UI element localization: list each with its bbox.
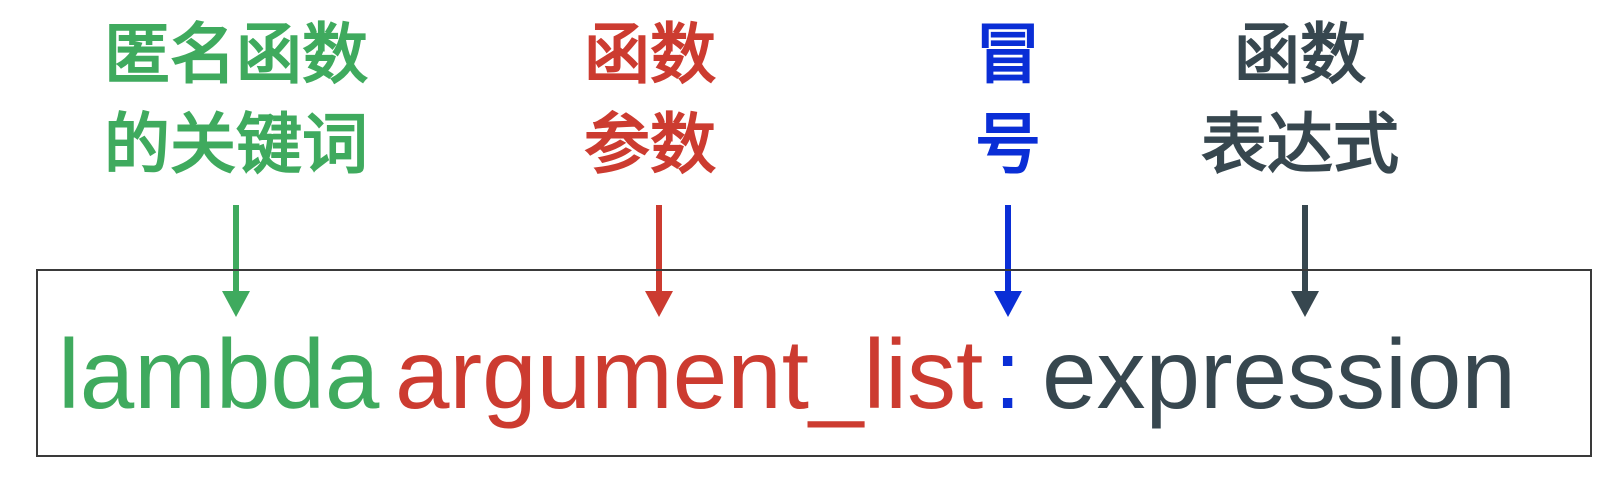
expression-label-line-1: 函数 xyxy=(1234,16,1366,93)
expression-label: 函数 表达式 xyxy=(1201,10,1399,190)
code-keyword: lambda xyxy=(58,319,380,429)
code-colon: : xyxy=(994,319,1022,429)
expression-arrow xyxy=(1291,205,1319,317)
colon-label-line-2: 号 xyxy=(975,106,1041,183)
args-label-line-2: 参数 xyxy=(584,106,716,183)
code-args: argument_list xyxy=(395,319,984,429)
colon-label-line-1: 冒 xyxy=(975,16,1041,93)
expression-label-line-2: 表达式 xyxy=(1201,106,1399,183)
args-arrow xyxy=(645,205,673,317)
keyword-label-line-2: 的关键词 xyxy=(104,106,368,183)
keyword-arrow xyxy=(222,205,250,317)
args-label: 函数 参数 xyxy=(584,10,716,190)
colon-arrow xyxy=(994,205,1022,317)
keyword-label: 匿名函数 的关键词 xyxy=(104,10,368,190)
colon-label: 冒 号 xyxy=(975,10,1041,190)
code-expression: expression xyxy=(1042,319,1516,429)
args-label-line-1: 函数 xyxy=(584,16,716,93)
lambda-syntax-box xyxy=(36,269,1592,457)
keyword-label-line-1: 匿名函数 xyxy=(104,16,368,93)
